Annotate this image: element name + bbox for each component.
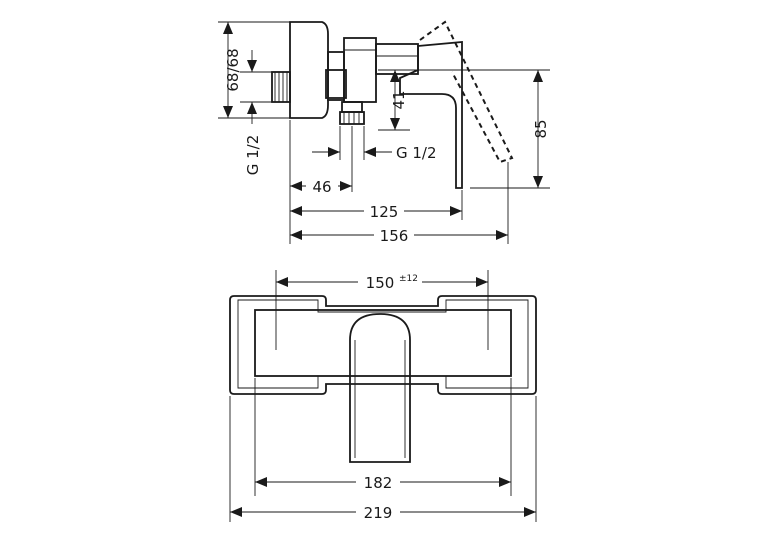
outlet-neck (341, 101, 363, 113)
lever-rotated-outline (419, 20, 514, 164)
hex-nut (325, 69, 347, 99)
mixer-body (343, 37, 377, 103)
front-body-inner (237, 299, 529, 389)
front-view: 150 ±12 182 219 (229, 270, 537, 522)
dim-85-label: 85 (532, 119, 550, 138)
dim-46-label: 46 (312, 178, 331, 196)
connector-neck (327, 51, 345, 101)
dim-41-label: 41 (390, 90, 408, 109)
dim-68-68-label: 68/68 (224, 48, 242, 91)
side-view: 68/68 G 1/2 41 85 G 1/2 46 125 (218, 20, 550, 245)
cartridge-housing (375, 43, 419, 75)
dim-thread-left-label: G 1/2 (244, 135, 262, 176)
dim-125-label: 125 (370, 203, 399, 221)
dim-156-label: 156 (380, 227, 409, 245)
outlet-thread (339, 111, 365, 125)
lever-handle (399, 41, 463, 189)
dim-182-label: 182 (364, 474, 393, 492)
dim-150-label: 150 (366, 274, 395, 292)
front-lever (349, 313, 411, 463)
front-body-outline (229, 295, 537, 395)
dim-thread-right-label: G 1/2 (396, 144, 437, 162)
dim-219-label: 219 (364, 504, 393, 522)
wall-flange (289, 21, 329, 119)
dim-150-tolerance-label: ±12 (399, 274, 418, 284)
inlet-thread (271, 71, 291, 103)
front-center-bar (254, 309, 512, 377)
